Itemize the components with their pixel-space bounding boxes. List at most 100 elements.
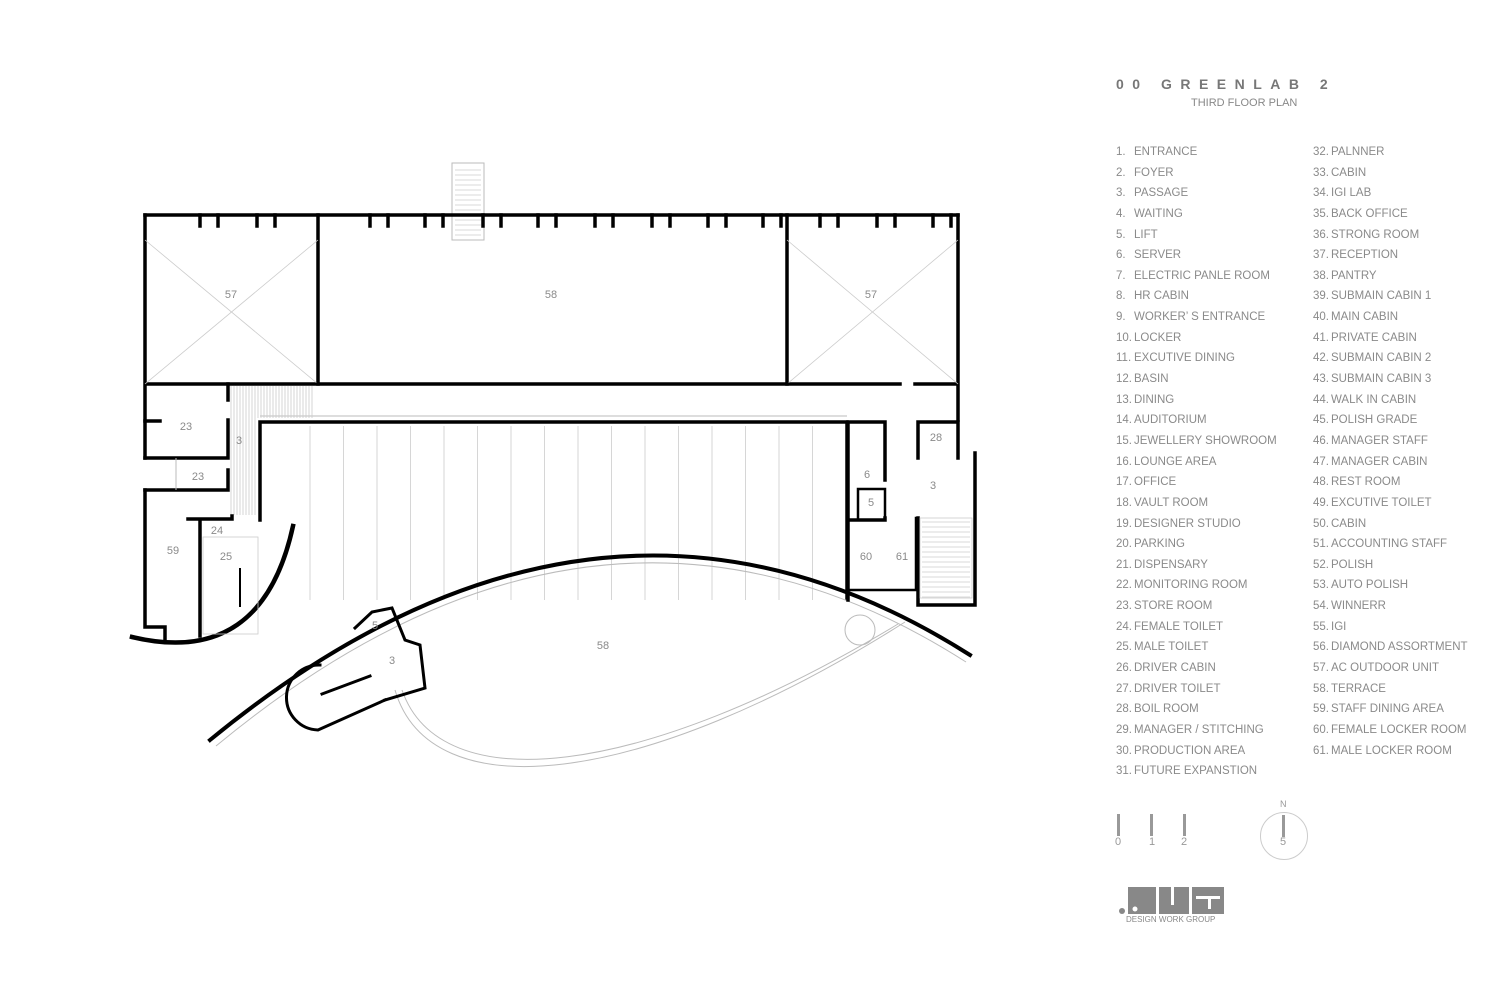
legend-item: 1.ENTRANCE	[1116, 146, 1277, 167]
legend-label: WALK IN CABIN	[1331, 393, 1417, 406]
legend-label: HR CABIN	[1134, 290, 1189, 303]
legend-item: 38.PANTRY	[1313, 270, 1468, 291]
logo-text: DESIGN WORK GROUP	[1126, 915, 1216, 924]
legend-item: 31.FUTURE EXPANSTION	[1116, 765, 1277, 786]
legend-item: 2. FOYER	[1116, 167, 1277, 188]
legend-item: 59.STAFF DINING AREA	[1313, 703, 1468, 724]
legend-label: DIAMOND ASSORTMENT	[1331, 641, 1468, 654]
legend-item: 30.PRODUCTION AREA	[1116, 745, 1277, 766]
scale-tick	[1183, 814, 1186, 836]
legend-label: ELECTRIC PANLE ROOM	[1134, 269, 1270, 282]
legend-label: REST ROOM	[1331, 476, 1401, 489]
legend-item: 16.LOUNGE AREA	[1116, 456, 1277, 477]
legend-item: 46.MANAGER STAFF	[1313, 435, 1468, 456]
legend-item: 12.BASIN	[1116, 373, 1277, 394]
legend-number: 48.	[1313, 476, 1329, 489]
legend-number: 19.	[1116, 517, 1132, 530]
legend-number: 14.	[1116, 414, 1132, 427]
legend-number: 55.	[1313, 620, 1329, 633]
legend-label: FUTURE EXPANSTION	[1134, 765, 1258, 778]
legend-item: 15.JEWELLERY SHOWROOM	[1116, 435, 1277, 456]
room-label: 3	[930, 480, 936, 492]
legend-label: DRIVER CABIN	[1134, 662, 1216, 675]
legend-item: 33.CABIN	[1313, 167, 1468, 188]
legend-item: 13.DINING	[1116, 394, 1277, 415]
legend-label: IGI	[1331, 620, 1347, 633]
legend-label: DRIVER TOILET	[1134, 682, 1221, 695]
legend-label: STAFF DINING AREA	[1331, 703, 1444, 716]
legend-label: BASIN	[1134, 373, 1169, 386]
north-arrow-icon: 5	[1260, 812, 1308, 860]
legend-number: 56.	[1313, 641, 1329, 654]
legend-number: 49.	[1313, 496, 1329, 509]
legend-label: EXCUTIVE DINING	[1134, 352, 1235, 365]
legend-number: 59.	[1313, 703, 1329, 716]
legend-label: PALNNER	[1331, 146, 1385, 158]
legend-label: ACCOUNTING STAFF	[1331, 538, 1448, 551]
legend-item: 17.OFFICE	[1116, 476, 1277, 497]
legend-label: PRODUCTION AREA	[1134, 744, 1246, 757]
legend-number: 51.	[1313, 538, 1329, 551]
room-label: 6	[864, 469, 870, 481]
legend-item: 52.POLISH	[1313, 559, 1468, 580]
legend-number: 60.	[1313, 723, 1329, 736]
legend-number: 17.	[1116, 476, 1132, 489]
scale-label: 1	[1149, 836, 1156, 848]
legend-label: WORKER’ S ENTRANCE	[1134, 311, 1266, 324]
legend-item: 42.SUBMAIN CABIN 2	[1313, 352, 1468, 373]
legend-item: 45.POLISH GRADE	[1313, 414, 1468, 435]
legend-label: IGI LAB	[1331, 187, 1372, 200]
legend-item: 9.WORKER’ S ENTRANCE	[1116, 311, 1277, 332]
legend-item: 58.TERRACE	[1313, 683, 1468, 704]
legend-number: 43.	[1313, 373, 1329, 386]
legend-number: 25.	[1116, 641, 1132, 654]
legend-item: 11.EXCUTIVE DINING	[1116, 352, 1277, 373]
north-letter: N	[1280, 799, 1287, 809]
room-label: 58	[597, 640, 609, 652]
legend-number: 47.	[1313, 455, 1329, 468]
legend-item: 24.FEMALE TOILET	[1116, 621, 1277, 642]
legend-number: 35.	[1313, 207, 1329, 220]
legend-number: 30.	[1116, 744, 1132, 757]
ac-outdoor-unit-right	[785, 213, 960, 422]
legend-number: 2.	[1116, 166, 1126, 179]
legend-number: 33.	[1313, 166, 1329, 179]
legend-item: 47.MANAGER CABIN	[1313, 456, 1468, 477]
legend-label: CABIN	[1331, 166, 1367, 179]
room-label: 61	[896, 551, 908, 563]
legend-number: 1.	[1116, 146, 1126, 158]
legend-label: MAIN CABIN	[1331, 311, 1399, 324]
legend-number: 53.	[1313, 579, 1329, 592]
legend-label: SUBMAIN CABIN 3	[1331, 373, 1432, 386]
legend-item: 39.SUBMAIN CABIN 1	[1313, 290, 1468, 311]
room-label: 28	[930, 432, 942, 444]
legend-number: 10.	[1116, 331, 1132, 344]
legend-number: 5.	[1116, 228, 1126, 241]
legend-label: BACK OFFICE	[1331, 207, 1408, 220]
north-needle	[1282, 815, 1285, 837]
legend-item: 21.DISPENSARY	[1116, 559, 1277, 580]
room-label: 23	[180, 421, 192, 433]
drawing-subtitle: THIRD FLOOR PLAN	[1191, 97, 1298, 109]
legend-number: 26.	[1116, 662, 1132, 675]
legend-item: 37.RECEPTION	[1313, 249, 1468, 270]
legend-item: 54.WINNERR	[1313, 600, 1468, 621]
legend-label: AUTO POLISH	[1331, 579, 1409, 592]
legend-item: 35.BACK OFFICE	[1313, 208, 1468, 229]
legend-number: 57.	[1313, 662, 1329, 675]
legend-number: 8.	[1116, 290, 1126, 303]
legend-label: AUDITORIUM	[1134, 414, 1207, 427]
legend-number: 16.	[1116, 455, 1132, 468]
legend-label: RECEPTION	[1331, 249, 1399, 262]
terrace-area	[207, 420, 973, 768]
legend-item: 48.REST ROOM	[1313, 476, 1468, 497]
room-label: 60	[860, 551, 872, 563]
legend-number: 41.	[1313, 331, 1329, 344]
legend-label: LOCKER	[1134, 331, 1182, 344]
legend-label: LIFT	[1134, 228, 1158, 241]
legend-label: FOYER	[1134, 166, 1174, 179]
legend-number: 27.	[1116, 682, 1132, 695]
room-label: 25	[220, 551, 232, 563]
legend-label: POLISH	[1331, 558, 1374, 571]
